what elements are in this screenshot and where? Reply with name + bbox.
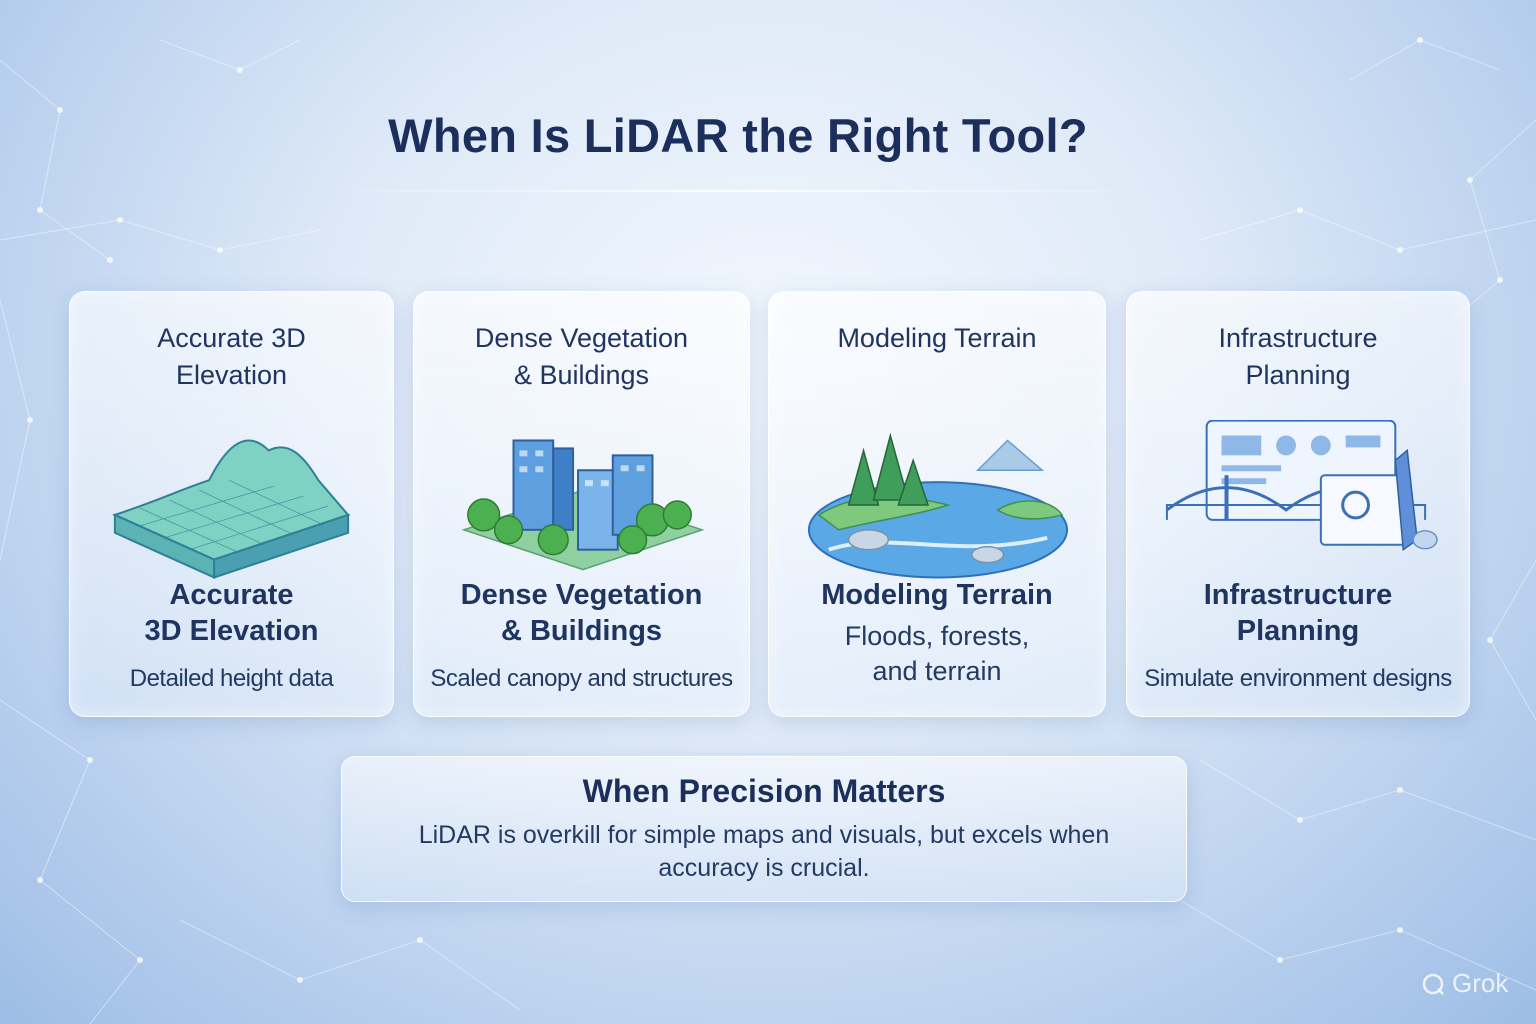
card-subheading: Accurate 3D Elevation <box>144 579 319 647</box>
3d-terrain-grid-icon <box>100 420 363 850</box>
card-description: Simulate environment designs <box>1144 665 1452 692</box>
card-dense-vegetation-buildings: Dense Vegetation & Buildings Dense Veget… <box>413 291 750 717</box>
summary-box: When Precision Matters LiDAR is overkill… <box>341 756 1187 902</box>
city-trees-icon <box>444 420 719 850</box>
card-modeling-terrain: Modeling Terrain Modeling Terrain Floods… <box>768 291 1106 717</box>
title-divider <box>330 190 1150 192</box>
card-accurate-3d-elevation: Accurate 3D Elevation Accurate 3D Elevat… <box>69 291 394 717</box>
card-heading: Dense Vegetation & Buildings <box>474 323 689 390</box>
card-heading: Modeling Terrain <box>837 323 1037 353</box>
summary-title: When Precision Matters <box>582 773 946 809</box>
grok-watermark: Grok <box>1420 968 1508 999</box>
bridge-blueprint-icon <box>1157 419 1439 850</box>
card-subheading: Dense Vegetation & Buildings <box>460 579 703 647</box>
card-subheading: Infrastructure Planning <box>1203 579 1393 647</box>
card-description: Scaled canopy and structures <box>430 665 733 692</box>
card-description: Floods, forests, and terrain <box>844 621 1030 686</box>
card-subheading: Modeling Terrain <box>821 579 1053 611</box>
grok-logo-icon <box>1422 973 1444 995</box>
river-forest-landscape-icon <box>799 420 1075 850</box>
card-heading: Accurate 3D Elevation <box>157 323 306 390</box>
card-heading: Infrastructure Planning <box>1218 323 1378 390</box>
page-title: When Is LiDAR the Right Tool? <box>388 109 1088 162</box>
card-infrastructure-planning: Infrastructure Planning Infrastructure P… <box>1126 291 1470 717</box>
card-description: Detailed height data <box>129 665 334 692</box>
summary-body: LiDAR is overkill for simple maps and vi… <box>418 821 1110 882</box>
watermark-text: Grok <box>1452 968 1509 998</box>
